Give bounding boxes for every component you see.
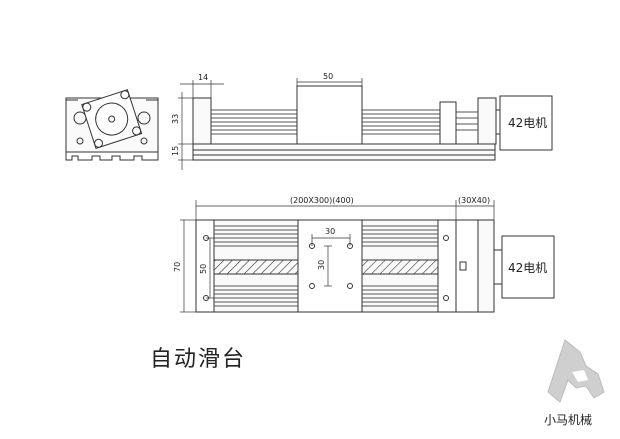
dim-30-h: 30 — [325, 227, 335, 236]
front-view — [192, 85, 553, 161]
plan-view-dims — [180, 200, 495, 313]
dim-70: 70 — [173, 262, 182, 272]
motor-top — [499, 95, 553, 151]
dim-15: 15 — [171, 146, 180, 156]
motor-label-top: 42电机 — [508, 116, 547, 130]
dim-30-v: 30 — [317, 260, 326, 270]
logo-text: 小马机械 — [544, 412, 592, 427]
plan-view — [195, 219, 555, 313]
motor-label-plan: 42电机 — [508, 261, 547, 275]
dim-50: 50 — [199, 264, 208, 274]
front-view-dims — [178, 78, 363, 170]
motor-plan — [501, 235, 555, 299]
dim-motor-length: (30X40) — [458, 196, 490, 205]
profile-side-view — [65, 89, 159, 161]
dim-14: 14 — [198, 73, 208, 82]
dim-33: 33 — [171, 114, 180, 124]
logo-mark — [547, 339, 605, 403]
diagram-title: 自动滑台 — [150, 347, 246, 372]
dim-length: (200X300)(400) — [290, 196, 354, 205]
dim-50-top: 50 — [323, 72, 333, 81]
